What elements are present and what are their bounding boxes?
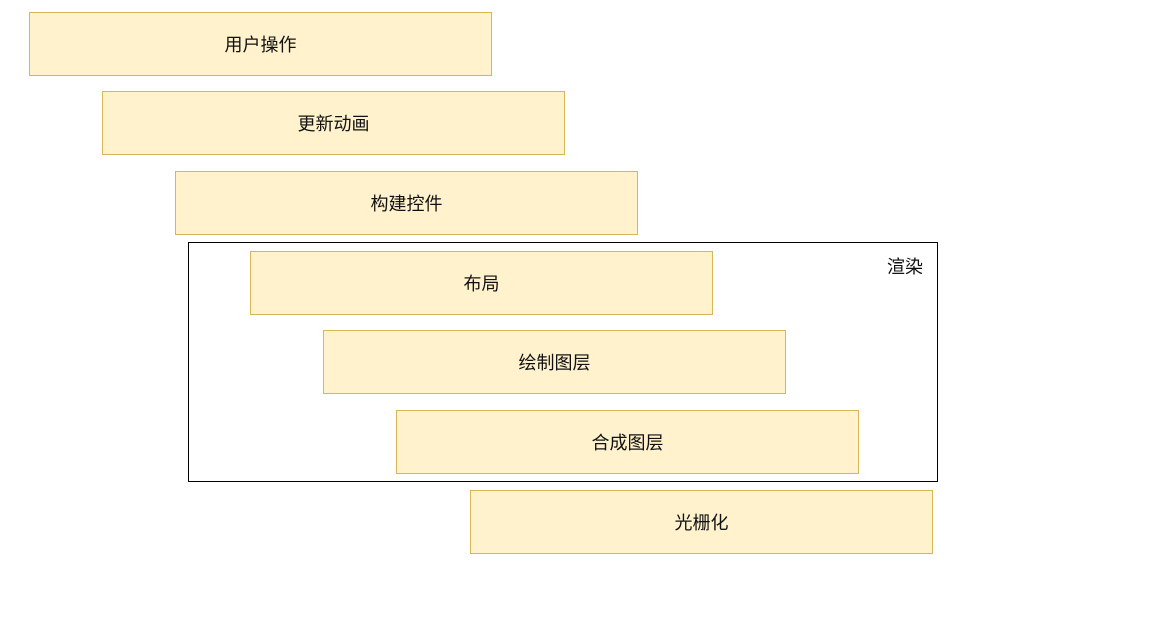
stage-user-action: 用户操作 (29, 12, 492, 76)
stage-update-animation: 更新动画 (102, 91, 565, 155)
stage-paint-layers: 绘制图层 (323, 330, 786, 394)
render-group-label: 渲染 (887, 257, 923, 278)
stage-build-widgets: 构建控件 (175, 171, 638, 235)
stage-layout: 布局 (250, 251, 713, 315)
stage-composite-layers: 合成图层 (396, 410, 859, 474)
stage-rasterize: 光栅化 (470, 490, 933, 554)
render-group-frame: 渲染 (188, 242, 938, 482)
